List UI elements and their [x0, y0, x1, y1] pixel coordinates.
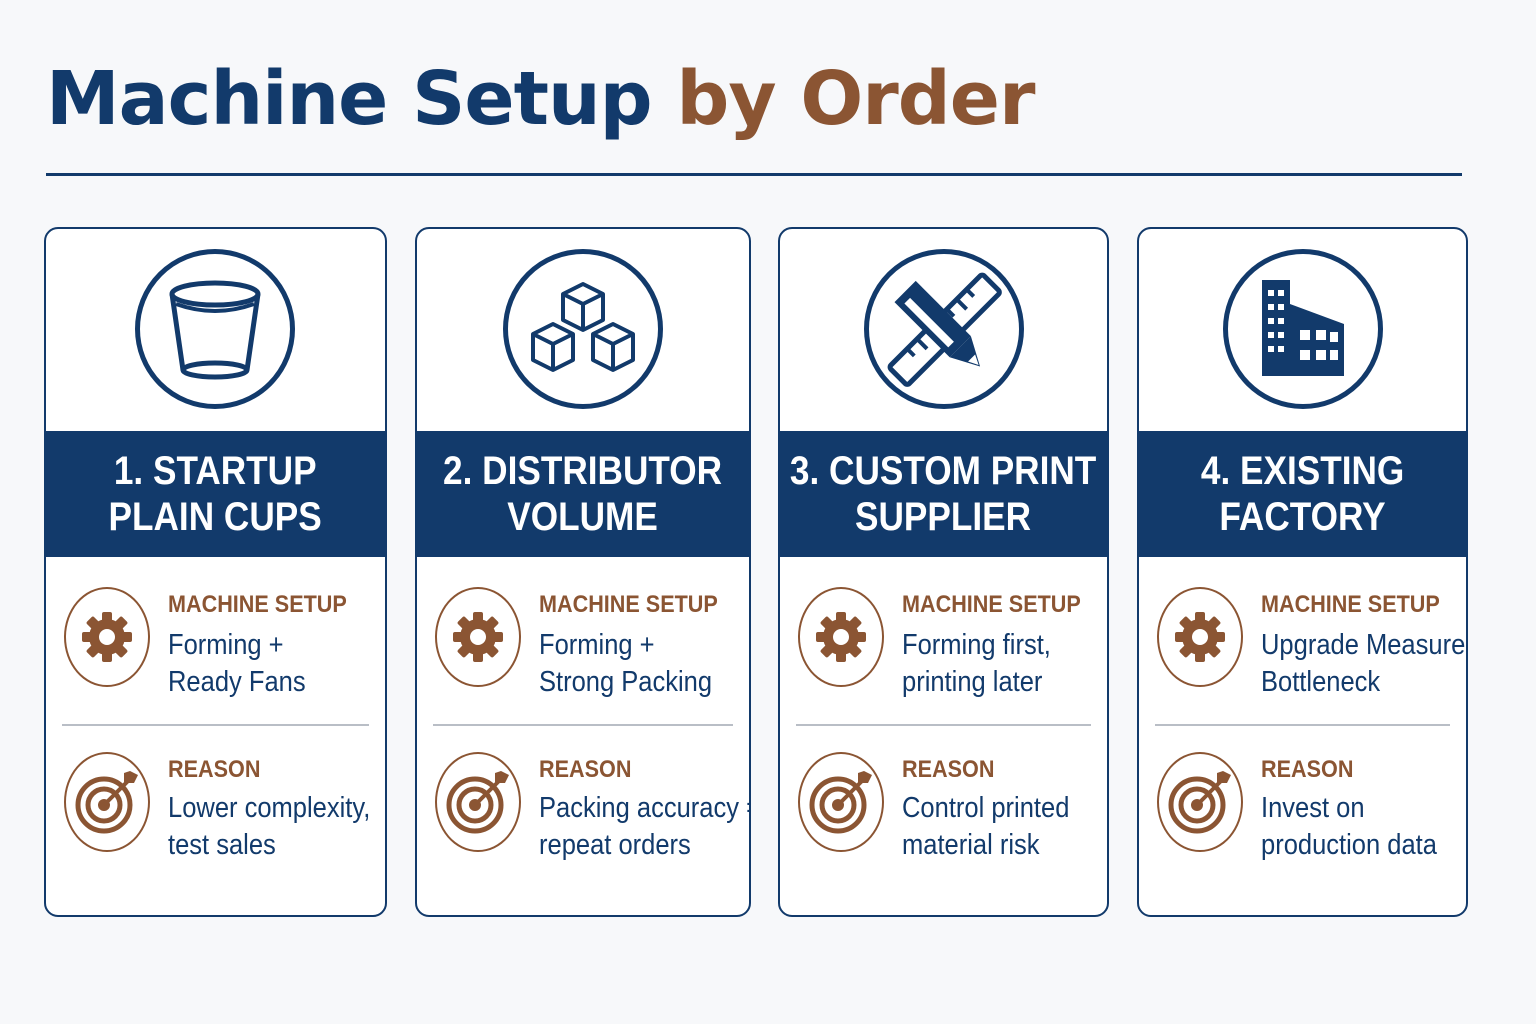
reason-line-2: production data	[1261, 829, 1437, 861]
card-heading: 1. STARTUP PLAIN CUPS	[46, 431, 385, 557]
cup-icon	[135, 249, 295, 409]
machine-setup-label: MACHINE SETUP	[539, 591, 718, 618]
gear-icon	[798, 587, 884, 687]
card-distributor: 2. DISTRIBUTOR VOLUME MACHINE SETUP Form…	[415, 227, 751, 917]
title-part-2: by Order	[676, 56, 1035, 142]
reason-line-1: Control printed	[902, 792, 1070, 824]
card-heading: 3. CUSTOM PRINT SUPPLIER	[780, 431, 1107, 557]
reason-label: REASON	[168, 756, 261, 783]
reason-text: Invest on production data	[1261, 790, 1437, 864]
reason-line-1: Packing accuracy =	[539, 792, 751, 824]
heading-line-1: 1. STARTUP	[114, 449, 317, 493]
target-icon	[798, 752, 884, 852]
gear-icon	[1157, 587, 1243, 687]
reason-label: REASON	[902, 756, 995, 783]
reason-line-2: repeat orders	[539, 829, 691, 861]
row-divider	[1155, 724, 1450, 726]
heading-line-2: PLAIN CUPS	[108, 495, 323, 539]
setup-line-2: Bottleneck	[1261, 666, 1381, 698]
gear-icon	[64, 587, 150, 687]
title-divider	[46, 173, 1462, 176]
reason-line-1: Lower complexity,	[168, 792, 371, 824]
machine-setup-label: MACHINE SETUP	[168, 591, 347, 618]
row-divider	[796, 724, 1091, 726]
reason-line-2: test sales	[168, 829, 276, 861]
heading-line-2: FACTORY	[1219, 495, 1386, 539]
heading-line-1: 4. EXISTING	[1200, 449, 1405, 493]
card-existing-factory: 4. EXISTING FACTORY MACHINE SETUP Upgrad…	[1137, 227, 1468, 917]
page-title: Machine Setup by Order	[46, 62, 1035, 136]
reason-line-2: material risk	[902, 829, 1040, 861]
card-startup: 1. STARTUP PLAIN CUPS MACHINE SETUP Form…	[44, 227, 387, 917]
machine-setup-text: Forming first, printing later	[902, 627, 1051, 701]
card-heading: 4. EXISTING FACTORY	[1139, 431, 1466, 557]
machine-setup-label: MACHINE SETUP	[902, 591, 1081, 618]
card-custom-print: 3. CUSTOM PRINT SUPPLIER MACHINE SETUP F…	[778, 227, 1109, 917]
reason-text: Lower complexity, test sales	[168, 790, 370, 864]
target-icon	[64, 752, 150, 852]
factory-icon	[1223, 249, 1383, 409]
setup-line-2: Ready Fans	[168, 666, 306, 698]
design-tools-icon	[864, 249, 1024, 409]
machine-setup-text: Upgrade Measured Bottleneck	[1261, 627, 1468, 701]
heading-line-2: SUPPLIER	[855, 495, 1032, 539]
title-part-1: Machine Setup	[46, 56, 653, 142]
machine-setup-label: MACHINE SETUP	[1261, 591, 1440, 618]
setup-line-1: Forming first,	[902, 629, 1051, 661]
heading-line-1: 2. DISTRIBUTOR	[443, 449, 723, 493]
setup-line-1: Forming +	[539, 629, 655, 661]
target-icon	[1157, 752, 1243, 852]
machine-setup-text: Forming + Strong Packing	[539, 627, 712, 701]
row-divider	[62, 724, 369, 726]
boxes-icon	[503, 249, 663, 409]
heading-line-1: 3. CUSTOM PRINT	[790, 449, 1097, 493]
setup-line-1: Upgrade Measured	[1261, 629, 1468, 661]
row-divider	[433, 724, 733, 726]
card-heading: 2. DISTRIBUTOR VOLUME	[417, 431, 749, 557]
machine-setup-text: Forming + Ready Fans	[168, 627, 306, 701]
reason-label: REASON	[539, 756, 632, 783]
setup-line-1: Forming +	[168, 629, 284, 661]
gear-icon	[435, 587, 521, 687]
reason-text: Packing accuracy = repeat orders	[539, 790, 751, 864]
setup-line-2: Strong Packing	[539, 666, 713, 698]
target-icon	[435, 752, 521, 852]
reason-line-1: Invest on	[1261, 792, 1365, 824]
heading-line-2: VOLUME	[507, 495, 659, 539]
setup-line-2: printing later	[902, 666, 1043, 698]
reason-text: Control printed material risk	[902, 790, 1069, 864]
reason-label: REASON	[1261, 756, 1354, 783]
